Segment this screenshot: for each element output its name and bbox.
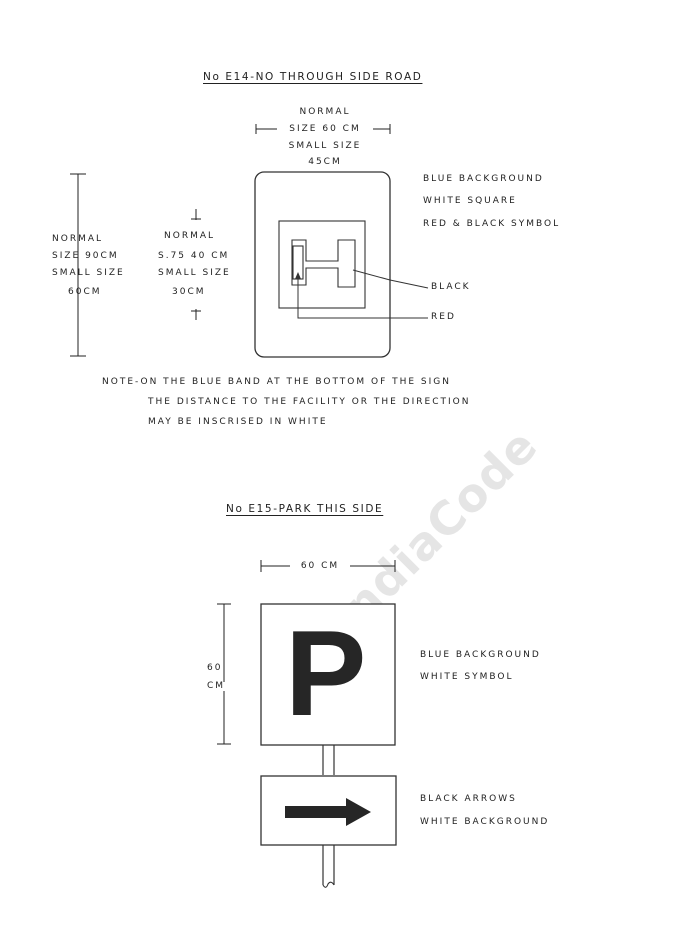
- e14-black-leader: [352, 269, 429, 289]
- e14-label-black: BLACK: [431, 282, 471, 292]
- e15-sign-color-1: BLUE BACKGROUND: [420, 650, 541, 660]
- e15-post-break: [322, 881, 335, 888]
- e14-note-line-2: THE DISTANCE TO THE FACILITY OR THE DIRE…: [148, 397, 471, 407]
- e14-note-line-3: MAY BE INSCRISED IN WHITE: [148, 417, 328, 427]
- e14-color-note-3: RED & BLACK SYMBOL: [423, 219, 561, 229]
- e14-inner-note-3: SMALL SIZE: [158, 268, 231, 278]
- e14-width-note-4: 45CM: [308, 157, 342, 167]
- e15-parking-p-symbol: P: [285, 605, 367, 741]
- e14-height-note-2: SIZE 90CM: [52, 251, 119, 261]
- e15-right-arrow-icon: [285, 798, 371, 826]
- e15-height-label-2: CM: [207, 681, 226, 691]
- e15-width-label: 60 CM: [290, 562, 350, 571]
- e14-red-leader: [297, 276, 428, 319]
- e15-height-label-1: 60: [207, 663, 223, 673]
- e14-note-line-1: NOTE-ON THE BLUE BAND AT THE BOTTOM OF T…: [102, 377, 452, 387]
- e15-plate-color-2: WHITE BACKGROUND: [420, 817, 550, 827]
- e14-inner-note-4: 30CM: [172, 287, 206, 297]
- e15-plate-color-1: BLACK ARROWS: [420, 794, 517, 804]
- e14-height-note-3: SMALL SIZE: [52, 268, 125, 278]
- e14-inner-note-1: NORMAL: [164, 231, 216, 241]
- e14-width-note-2: SIZE 60 CM: [277, 125, 373, 134]
- e14-height-note-1: NORMAL: [52, 234, 104, 244]
- e15-title: No E15-PARK THIS SIDE: [226, 503, 384, 515]
- e14-title: No E14-NO THROUGH SIDE ROAD: [203, 71, 423, 83]
- e14-red-arrowhead: [295, 272, 301, 279]
- e14-label-red: RED: [431, 312, 456, 322]
- e14-color-note-1: BLUE BACKGROUND: [423, 174, 544, 184]
- e14-inner-note-2: S.75 40 CM: [158, 251, 230, 261]
- e14-height-note-4: 60CM: [68, 287, 102, 297]
- e14-black-symbol: [291, 239, 356, 288]
- e14-width-note-1: NORMAL: [299, 107, 351, 117]
- e15-sign-square: [260, 603, 396, 746]
- e14-width-note-3: SMALL SIZE: [288, 141, 362, 151]
- e15-sign-color-2: WHITE SYMBOL: [420, 672, 514, 682]
- e14-color-note-2: WHITE SQUARE: [423, 196, 517, 206]
